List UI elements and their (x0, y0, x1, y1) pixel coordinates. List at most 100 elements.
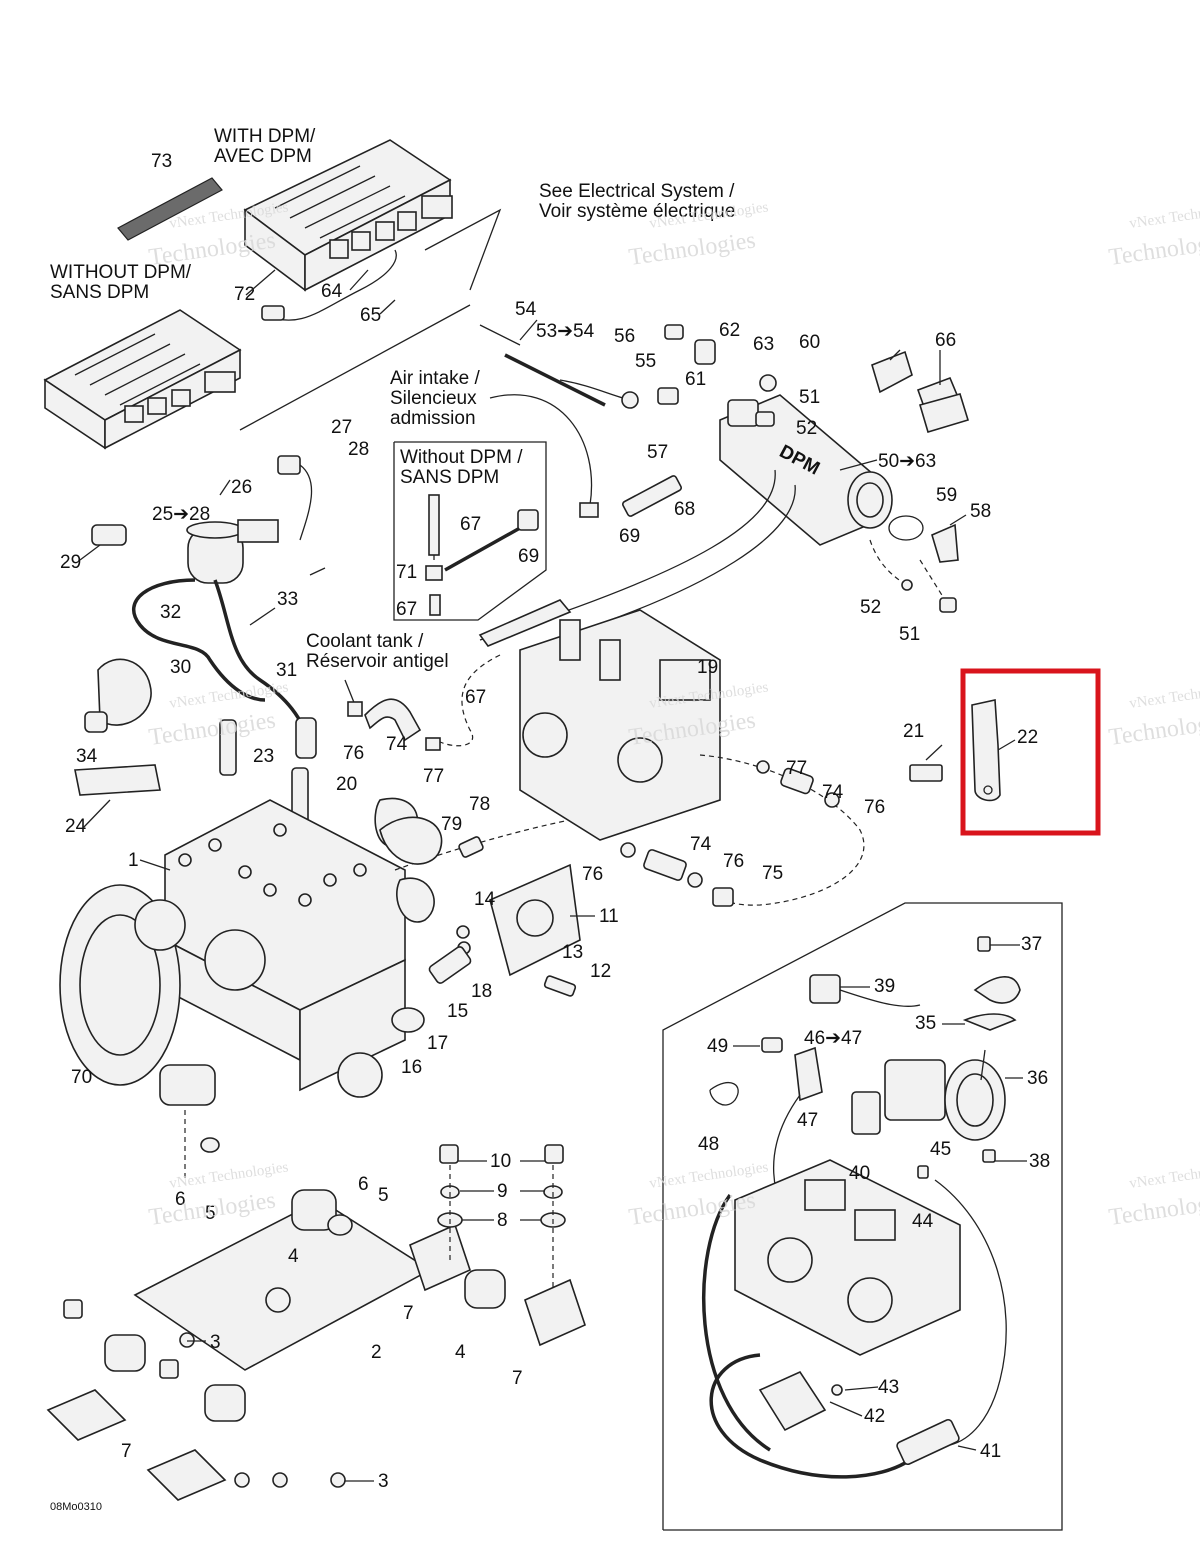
label-72: 72 (234, 284, 255, 305)
label-62: 62 (719, 320, 740, 341)
engine-block (59, 799, 406, 1106)
label-51-top: 51 (799, 387, 820, 408)
label-55: 55 (635, 351, 656, 372)
label-10: 10 (490, 1151, 511, 1172)
label-52-bottom: 52 (860, 597, 881, 618)
label-8: 8 (497, 1210, 508, 1231)
label-38: 38 (1029, 1151, 1050, 1172)
dpm-manifold: DPM (719, 374, 893, 546)
label-11: 11 (599, 906, 619, 927)
label-70: 70 (71, 1067, 92, 1088)
watermark-text-2: Technologies (147, 227, 277, 271)
label-74-right: 74 (822, 782, 844, 803)
label-18: 18 (471, 981, 492, 1002)
label-4-right: 4 (455, 1342, 466, 1363)
label-7-middle: 7 (403, 1303, 414, 1324)
label-47: 47 (797, 1110, 818, 1131)
label-51-bottom: 51 (899, 624, 920, 645)
label-73: 73 (151, 151, 172, 172)
label-54: 54 (515, 299, 537, 320)
watermark-text-13: vNext Technologies (1128, 199, 1200, 232)
decal-73 (117, 177, 223, 241)
label-2: 2 (371, 1342, 382, 1363)
label-9: 9 (497, 1181, 508, 1202)
label-26: 26 (231, 477, 252, 498)
label-77-right: 77 (786, 758, 807, 779)
rave-valve-solenoid (884, 1059, 1006, 1141)
label-37: 37 (1021, 934, 1042, 955)
label-53-54: 53➔54 (536, 321, 595, 342)
label-68: 68 (674, 499, 695, 520)
label-32: 32 (160, 602, 181, 623)
highlight-box-part-22 (960, 668, 1101, 836)
label-35: 35 (915, 1013, 936, 1034)
label-15: 15 (447, 1001, 468, 1022)
label-1: 1 (128, 850, 139, 871)
label-46-47: 46➔47 (804, 1028, 862, 1049)
caption-electrical-line1: See Electrical System / (539, 181, 735, 202)
caption-inset-without-dpm-line2: SANS DPM (400, 467, 499, 488)
label-78: 78 (469, 794, 490, 815)
label-45: 45 (930, 1139, 951, 1160)
label-12: 12 (590, 961, 611, 982)
caption-air-intake-line2: Silencieux (390, 388, 477, 409)
watermark-text-6: Technologies (147, 707, 277, 751)
watermark-text-15: vNext Technologies (1128, 679, 1200, 712)
label-5-left: 5 (205, 1203, 216, 1224)
label-29: 29 (60, 552, 81, 573)
label-71: 71 (396, 562, 417, 583)
part-drawings: DPM (43, 139, 1063, 1531)
label-33: 33 (277, 589, 298, 610)
label-50-63: 50➔63 (878, 451, 936, 472)
watermark-text-18: Technologies (1107, 1187, 1200, 1231)
caption-coolant-line1: Coolant tank / (306, 631, 424, 652)
label-3-lower: 3 (378, 1471, 389, 1492)
drawing-code: 08Mo0310 (50, 1501, 102, 1513)
label-6-right: 6 (358, 1174, 369, 1195)
label-56: 56 (614, 326, 635, 347)
label-64: 64 (321, 281, 343, 302)
label-43: 43 (878, 1377, 899, 1398)
leader-lines (79, 269, 1027, 1482)
label-31: 31 (276, 660, 297, 681)
watermark-text-16: Technologies (1107, 707, 1200, 751)
label-67-inset: 67 (460, 514, 481, 535)
caption-without-dpm-line2: SANS DPM (50, 282, 149, 303)
label-30: 30 (170, 657, 191, 678)
label-36: 36 (1027, 1068, 1048, 1089)
part-labels: 73 72 64 65 54 53➔54 56 55 62 63 60 66 6… (60, 151, 1050, 1492)
watermark-text-14: Technologies (1107, 227, 1200, 271)
label-44: 44 (912, 1211, 934, 1232)
caption-coolant-line2: Réservoir antigel (306, 651, 449, 672)
label-57: 57 (647, 442, 668, 463)
label-24: 24 (65, 816, 87, 837)
caption-inset-without-dpm-line1: Without DPM / (400, 447, 523, 468)
caption-with-dpm-line2: AVEC DPM (214, 146, 312, 167)
caption-without-dpm-line1: WITHOUT DPM/ (50, 262, 192, 283)
label-58: 58 (970, 501, 991, 522)
label-14: 14 (474, 889, 496, 910)
ignition-coil (186, 519, 279, 584)
label-59: 59 (936, 485, 957, 506)
caption-air-intake-line3: admission (390, 408, 476, 429)
label-41: 41 (980, 1441, 1001, 1462)
label-76-lower-left: 76 (582, 864, 603, 885)
label-27: 27 (331, 417, 352, 438)
label-19: 19 (697, 657, 718, 678)
engine-outline-inset (734, 1159, 961, 1356)
label-6-left: 6 (175, 1189, 186, 1210)
watermark-text-17: vNext Technologies (1128, 1159, 1200, 1192)
label-42: 42 (864, 1406, 885, 1427)
label-17: 17 (427, 1033, 448, 1054)
label-66: 66 (935, 330, 956, 351)
label-21: 21 (903, 721, 924, 742)
watermark-text-10: Technologies (147, 1187, 277, 1231)
control-module-with-dpm (243, 139, 453, 292)
label-74-coolant: 74 (386, 734, 408, 755)
label-67-inset-bottom: 67 (396, 599, 417, 620)
label-74-lower: 74 (690, 834, 712, 855)
label-7-left: 7 (121, 1441, 132, 1462)
label-60: 60 (799, 332, 820, 353)
caption-with-dpm-line1: WITH DPM/ (214, 126, 316, 147)
